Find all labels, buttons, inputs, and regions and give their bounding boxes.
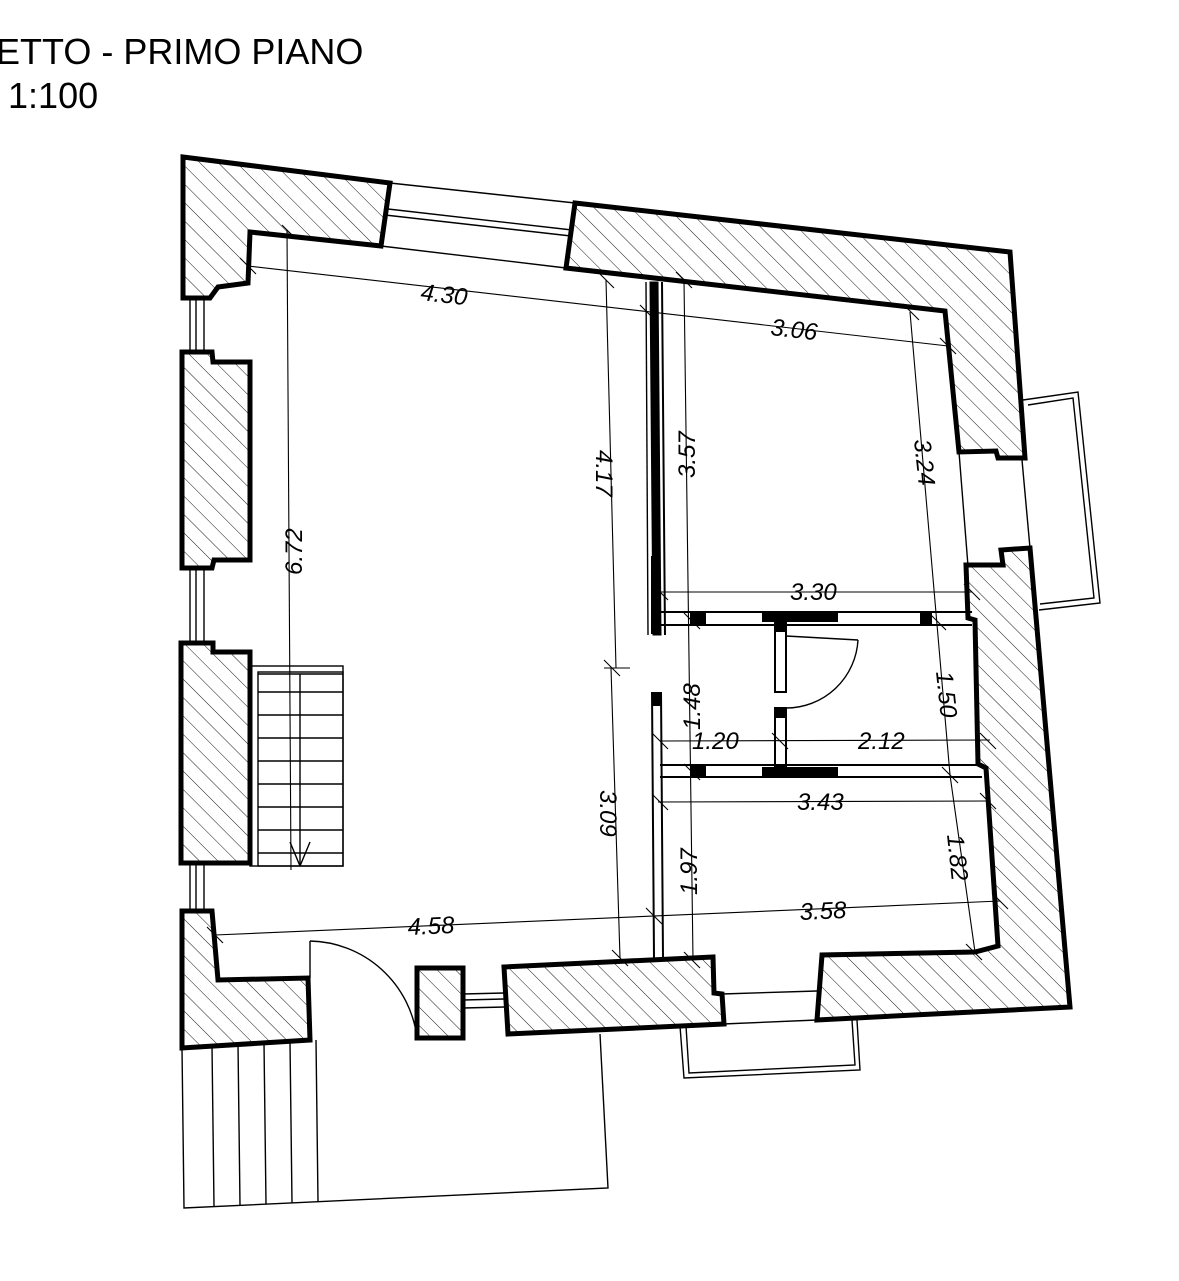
dim-left-height: 6.72 bbox=[281, 528, 308, 575]
walls bbox=[178, 154, 1073, 1051]
openings bbox=[189, 182, 1031, 1025]
partitions bbox=[645, 281, 982, 959]
stair-exterior bbox=[181, 1033, 609, 1209]
dim-center-lower-height: 3.09 bbox=[594, 790, 621, 837]
dim-bottom-room-width: 3.43 bbox=[797, 789, 844, 816]
drawing-scale: a 1:100 bbox=[0, 75, 99, 116]
dim-right-room-height-a: 3.57 bbox=[674, 430, 701, 478]
dim-bottom-left-width: 4.58 bbox=[407, 912, 455, 941]
dim-corridor-height-a: 1.48 bbox=[679, 683, 706, 730]
dim-center-upper-height: 4.17 bbox=[590, 450, 617, 498]
wall-left-middle bbox=[179, 349, 253, 571]
balconies bbox=[679, 391, 1101, 1079]
dim-corridor-height-b: 1.50 bbox=[930, 670, 962, 720]
stair-left bbox=[249, 665, 344, 867]
doors bbox=[309, 635, 859, 1039]
dim-corridor-width-b: 2.12 bbox=[857, 728, 905, 755]
wall-pillar bbox=[414, 965, 466, 1041]
wall-left-lower bbox=[178, 640, 253, 866]
dim-right-room-height-b: 3.24 bbox=[908, 438, 940, 487]
wall-bottom-middle bbox=[501, 954, 727, 1037]
dim-bottom-right-width: 3.58 bbox=[799, 897, 847, 926]
drawing-title-line1: GETTO - PRIMO PIANO bbox=[0, 31, 364, 72]
wall-top-right bbox=[563, 200, 1028, 461]
drawing-title: GETTO - PRIMO PIANO a 1:100 bbox=[0, 30, 363, 118]
wall-right bbox=[814, 545, 1073, 1023]
dim-top-left-width: 4.30 bbox=[419, 279, 469, 311]
dim-bottom-room-height-b: 1.82 bbox=[941, 833, 973, 882]
wall-top-left bbox=[180, 154, 393, 301]
dim-right-room-width: 3.30 bbox=[790, 579, 837, 606]
dim-bottom-room-height-a: 1.97 bbox=[676, 847, 703, 895]
dimension-labels: 4.30 3.06 6.72 4.17 3.57 3.24 3.30 1.48 … bbox=[281, 279, 973, 941]
dim-corridor-width-a: 1.20 bbox=[692, 728, 739, 755]
dim-top-right-width: 3.06 bbox=[769, 314, 819, 346]
dimension-lines bbox=[206, 224, 1009, 969]
